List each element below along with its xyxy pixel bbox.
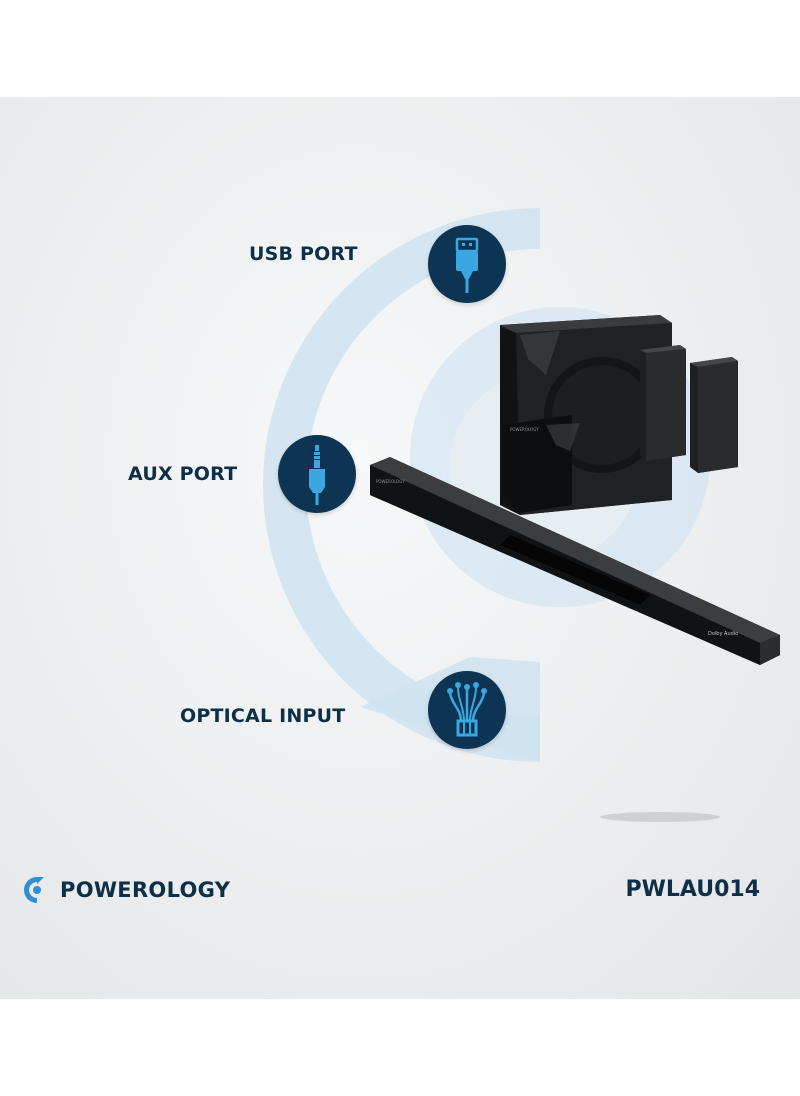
usb-icon <box>428 225 506 303</box>
dolby-audio-badge: Dolby Audio <box>708 631 738 637</box>
feature-label-aux: AUX PORT <box>128 463 238 485</box>
feature-label-optical: OPTICAL INPUT <box>180 705 346 727</box>
satellite-speaker-right <box>690 357 738 473</box>
model-number: PWLAU014 <box>625 877 760 902</box>
soundbar: POWEROLOGY Dolby Audio <box>370 457 780 665</box>
soundbar-system-image: POWEROLOGY POWEROLOGY Dolby Audio <box>370 315 780 665</box>
subwoofer: POWEROLOGY <box>500 315 672 515</box>
feature-label-usb: USB PORT <box>249 243 358 265</box>
brand: POWEROLOGY <box>22 875 230 905</box>
optical-fiber-icon <box>428 671 506 749</box>
brand-name: POWEROLOGY <box>60 878 231 902</box>
powerology-logo-icon <box>24 877 44 903</box>
satellite-speaker-left <box>640 345 686 461</box>
aux-jack-icon <box>278 435 356 513</box>
subwoofer-brand-label: POWEROLOGY <box>510 427 539 432</box>
product-banner: USB PORT AUX PORT OPTICAL INPUT <box>0 97 800 999</box>
soundbar-brand-label: POWEROLOGY <box>376 479 405 484</box>
